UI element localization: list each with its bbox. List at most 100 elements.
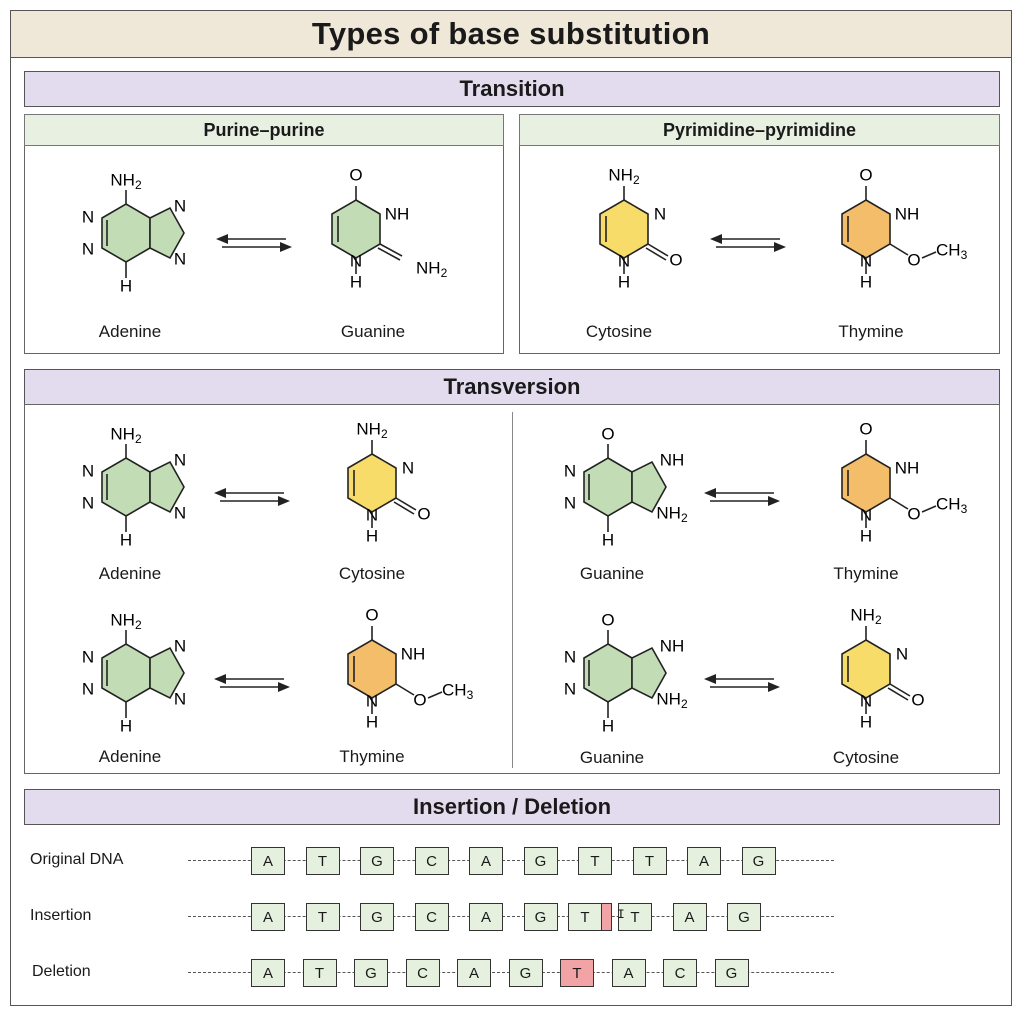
cytosine-name: Cytosine	[338, 564, 406, 583]
amino-label: NH2	[656, 504, 688, 526]
base-box: T	[305, 847, 340, 875]
arrowhead-right	[768, 682, 780, 692]
base-box: T	[568, 903, 602, 931]
amino-label: NH2	[356, 420, 388, 442]
base-box: G	[508, 959, 543, 987]
base-box: C	[414, 847, 449, 875]
n7-label: N	[174, 637, 186, 656]
base-box: G	[523, 847, 558, 875]
n1-label: N	[564, 648, 576, 667]
hydrogen-label: H	[860, 527, 872, 546]
oxygen-label: O	[413, 691, 426, 710]
base-box: G	[523, 903, 558, 931]
n1-label: N	[82, 462, 94, 481]
hydrogen-label: H	[350, 273, 362, 292]
pyrimidine-ring	[599, 199, 649, 259]
base-box: C	[414, 903, 449, 931]
oxygen-label: O	[349, 166, 362, 185]
equilibrium-arrows	[704, 674, 780, 692]
hydrogen-label: H	[860, 713, 872, 732]
n3-label: N	[82, 680, 94, 699]
strand-line	[188, 916, 834, 917]
oxygen-label: O	[365, 606, 378, 625]
n3-label: N	[564, 494, 576, 513]
base-box: G	[354, 959, 388, 987]
base-box: A	[469, 903, 503, 931]
hydrogen-label: H	[602, 531, 614, 550]
n1-label: N	[82, 208, 94, 227]
base-box: A	[251, 959, 285, 987]
amino-label: NH2	[110, 171, 142, 193]
base-box: A	[611, 959, 646, 987]
n7-label: N	[174, 197, 186, 216]
amino-label: NH2	[110, 425, 142, 447]
figure-title: Types of base substitution	[10, 10, 1012, 58]
arrowhead-left	[710, 234, 722, 244]
transversion-panel	[24, 404, 1000, 774]
base-box: T	[305, 903, 340, 931]
equilibrium-arrows	[704, 488, 780, 506]
arrowhead-left	[214, 488, 226, 498]
methyl-label: CH3	[936, 241, 968, 263]
pyrimidine-pyrimidine-heading: Pyrimidine–pyrimidine	[519, 114, 1000, 146]
imine-bond	[377, 247, 401, 261]
transversion-heading: Transversion	[24, 369, 1000, 405]
amino-label: NH2	[416, 259, 448, 281]
methyl-bond	[921, 251, 937, 259]
amino-label: NH2	[110, 611, 142, 633]
hydrogen-label: H	[366, 527, 378, 546]
nh-label: NH	[660, 637, 685, 656]
oxygen-label: O	[669, 251, 682, 270]
carbonyl-bond	[393, 501, 415, 515]
methyl-bond	[427, 691, 443, 699]
n3-label: N	[564, 680, 576, 699]
n3-label: N	[402, 459, 414, 478]
hydrogen-label: H	[120, 277, 132, 296]
row-label: Insertion	[30, 907, 92, 924]
n3-label: N	[896, 645, 908, 664]
oxygen-label: O	[907, 505, 920, 524]
adenine-name: Adenine	[98, 322, 162, 341]
oxygen-label: O	[601, 611, 614, 630]
n1-label: N	[860, 506, 872, 525]
methyl-bond	[921, 505, 937, 513]
hydrogen-label: H	[120, 531, 132, 550]
n1-label: N	[860, 252, 872, 271]
n1-label: N	[366, 692, 378, 711]
row-label: Deletion	[32, 963, 91, 980]
guanine-name: Guanine	[579, 564, 645, 583]
nh-label: NH	[660, 451, 685, 470]
dna-sequence: ATGCAGCTTAG	[188, 903, 834, 931]
base-box: T	[302, 959, 337, 987]
carbonyl-bond	[395, 497, 417, 511]
imine-bond	[379, 243, 403, 257]
purine-six-ring	[583, 457, 633, 517]
amino-label: NH2	[656, 690, 688, 712]
nh-label: NH	[385, 205, 410, 224]
arrowhead-right	[768, 496, 780, 506]
carbonyl-bond	[647, 243, 669, 257]
base-box: G	[727, 903, 761, 931]
carbonyl-bond	[889, 683, 911, 697]
arrowhead-left	[704, 488, 716, 498]
n1-label: N	[860, 692, 872, 711]
cytosine-name: Cytosine	[832, 748, 900, 767]
n9-label: N	[174, 690, 186, 709]
n3-label: N	[82, 494, 94, 513]
base-box: A	[687, 847, 721, 875]
purine-five-ring	[149, 206, 185, 260]
pyrimidine-ring	[347, 453, 397, 513]
purine-five-ring	[631, 646, 667, 700]
base-box: T	[560, 959, 594, 987]
methyl-label: CH3	[936, 495, 968, 517]
arrowhead-right	[774, 242, 786, 252]
arrowhead-left	[216, 234, 228, 244]
nh-label: NH	[401, 645, 426, 664]
n3-label: N	[82, 240, 94, 259]
thymine-name: Thymine	[339, 747, 405, 766]
